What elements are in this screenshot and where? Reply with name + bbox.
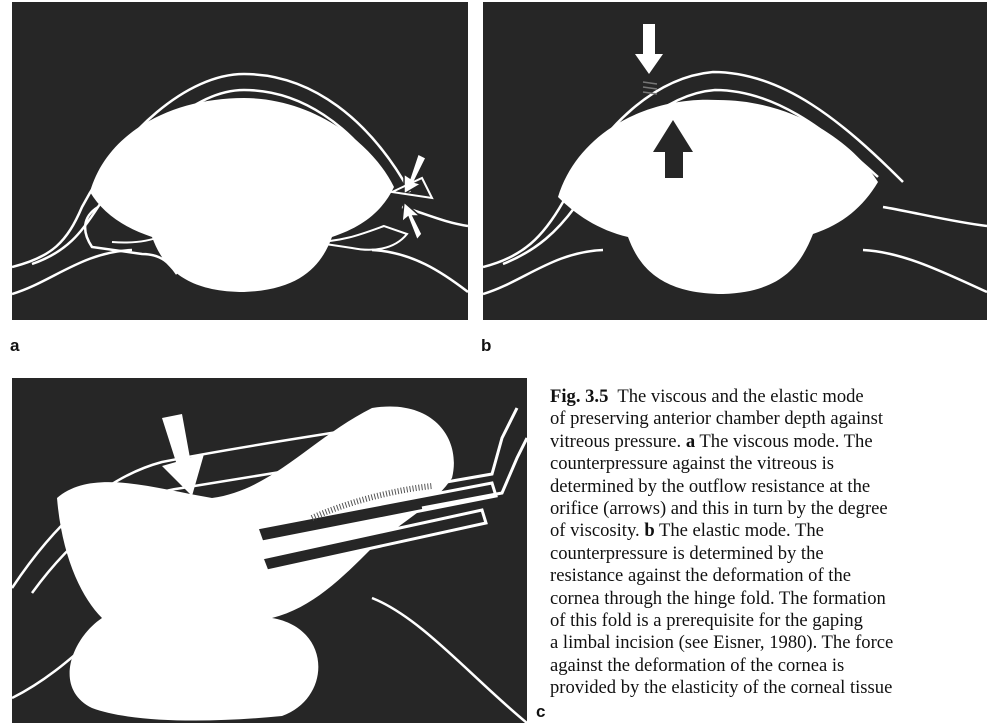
caption-line: resistance against the deformation of th…	[550, 565, 990, 587]
caption-line: cornea through the hinge fold. The forma…	[550, 588, 990, 610]
arrow-icon	[635, 24, 663, 74]
figure-panel-a	[12, 2, 468, 320]
figure-panel-b	[483, 2, 987, 320]
anterior-chamber	[57, 406, 454, 720]
caption-line: provided by the elasticity of the cornea…	[550, 677, 990, 699]
caption-line: determined by the outflow resistance at …	[550, 476, 990, 498]
eye-diagram-elastic	[483, 2, 987, 320]
caption-line: of preserving anterior chamber depth aga…	[550, 408, 990, 430]
caption-line: counterpressure against the vitreous is	[550, 453, 990, 475]
figure-number: Fig. 3.5	[550, 386, 608, 407]
figure-panel-c	[12, 378, 527, 723]
panel-label-b: b	[481, 336, 491, 356]
eye-diagram-viscous	[12, 2, 468, 320]
panel-label-c: c	[536, 702, 545, 722]
caption-line: orifice (arrows) and this in turn by the…	[550, 498, 990, 520]
caption-line: a limbal incision (see Eisner, 1980). Th…	[550, 632, 990, 654]
caption-line: vitreous pressure. a The viscous mode. T…	[550, 431, 990, 453]
caption-line: counterpressure is determined by the	[550, 543, 990, 565]
panel-label-a: a	[10, 336, 19, 356]
caption-line: against the deformation of the cornea is	[550, 655, 990, 677]
anterior-chamber	[90, 98, 394, 292]
caption-line: of this fold is a prerequisite for the g…	[550, 610, 990, 632]
caption-line: of viscosity. b The elastic mode. The	[550, 520, 990, 542]
anterior-chamber	[558, 100, 878, 294]
eye-diagram-incision	[12, 378, 527, 723]
